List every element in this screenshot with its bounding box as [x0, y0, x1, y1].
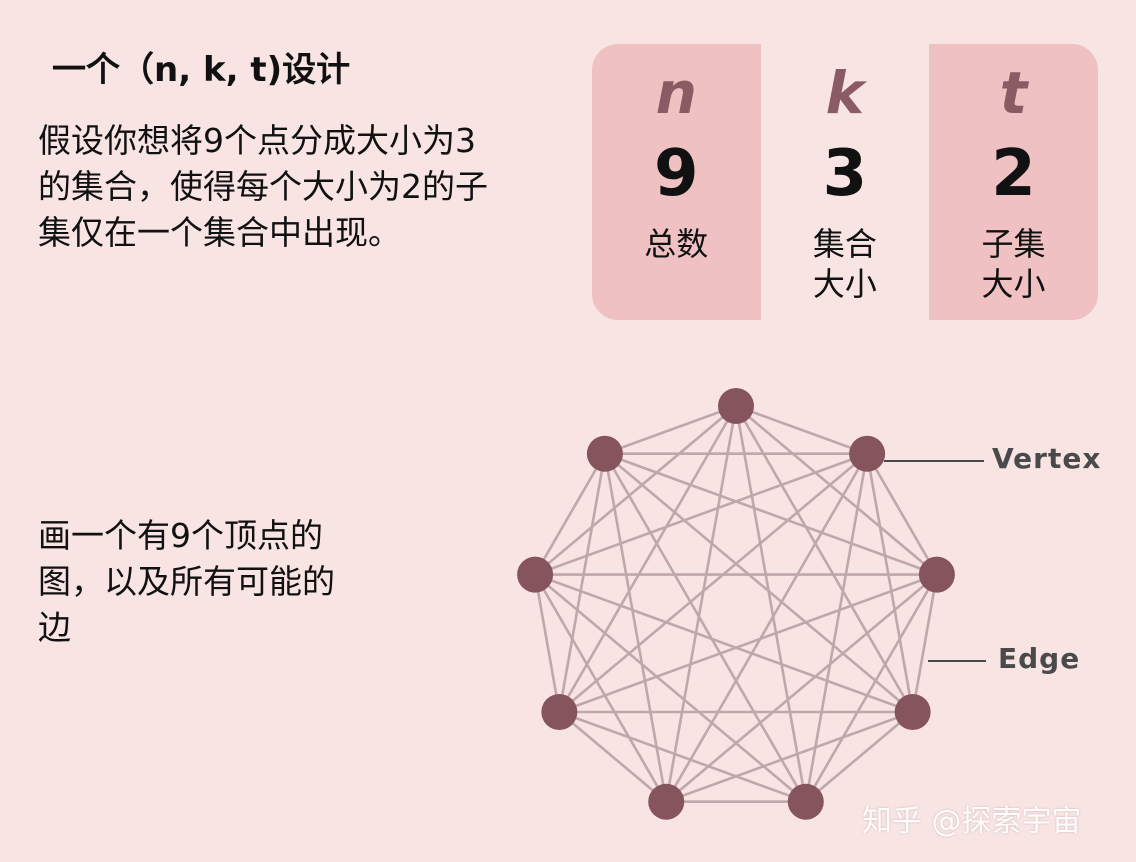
problem-description: 假设你想将9个点分成大小为3的集合，使得每个大小为2的子集仅在一个集合中出现。 [38, 121, 488, 252]
graph-edge [735, 405, 938, 576]
graph-edge [804, 453, 869, 802]
param-n: n 9 总数 [592, 44, 761, 320]
graph-edge [558, 405, 738, 713]
graph-vertices [517, 388, 955, 820]
graph-edge [558, 452, 868, 713]
param-n-label-line: 总数 [644, 225, 709, 263]
graph-edge [865, 453, 914, 713]
param-t-label-line: 大小 [981, 265, 1046, 303]
vertex-callout-label: Vertex [992, 442, 1102, 475]
graph-edge [533, 574, 561, 713]
param-k-label-line: 大小 [812, 265, 877, 303]
param-t-value: 2 [991, 137, 1036, 211]
graph-edge [533, 453, 606, 576]
edge-callout-label: Edge [998, 642, 1081, 675]
graph-edge [604, 452, 914, 713]
param-k-symbol: k [825, 59, 865, 127]
graph-edge [603, 453, 807, 803]
watermark: 知乎 @探索宇宙 [862, 804, 1082, 839]
graph-vertex [787, 783, 824, 820]
param-k-value: 3 [822, 137, 868, 211]
graph-vertex [648, 783, 685, 820]
graph-vertex [918, 556, 955, 593]
param-n-label: 总数 [592, 224, 761, 264]
graph-edge [558, 711, 668, 803]
graph-edge [534, 452, 868, 576]
graph-edge [603, 453, 668, 802]
graph-edge [665, 710, 914, 803]
graph-edge [558, 453, 607, 713]
graph-edge [804, 573, 939, 803]
parameter-panel: n 9 总数 k 3 集合 大小 t 2 子集 大小 [592, 44, 1098, 320]
graph-edges [533, 404, 939, 803]
graph-vertex [718, 388, 754, 424]
graph-edge [734, 405, 808, 802]
page-title: 一个（n, k, t)设计 [52, 50, 351, 90]
graph-edge [804, 711, 914, 803]
param-n-symbol: n [655, 59, 697, 127]
graph-vertex [586, 435, 623, 472]
param-n-value: 9 [654, 137, 699, 211]
graph-edge [534, 573, 807, 803]
param-k: k 3 集合 大小 [761, 44, 930, 320]
graph-description: 画一个有9个顶点的图，以及所有可能的边 [38, 516, 335, 647]
graph-edge [604, 404, 737, 455]
graph-edge [665, 453, 869, 803]
graph-edge [866, 453, 939, 576]
param-k-label-line: 集合 [812, 225, 877, 263]
graph-edge [911, 574, 939, 713]
graph-vertex [541, 694, 578, 730]
param-t-label: 子集 大小 [929, 224, 1098, 304]
param-t-label-line: 子集 [981, 225, 1046, 263]
graph-edge [664, 405, 738, 802]
graph-edge [534, 573, 914, 714]
graph-edge [734, 405, 914, 713]
graph-edge [665, 573, 938, 803]
graph-edge [533, 573, 668, 803]
graph-vertex [517, 556, 554, 593]
param-t: t 2 子集 大小 [929, 44, 1098, 320]
param-t-symbol: t [999, 59, 1028, 127]
param-k-label: 集合 大小 [761, 224, 930, 304]
graph-edge [558, 710, 807, 803]
graph-vertex [894, 694, 931, 730]
graph-edge [558, 573, 938, 714]
graph-edge [735, 404, 868, 455]
graph-edge [604, 452, 938, 576]
graph-edge [534, 405, 737, 576]
graph-vertex [849, 435, 886, 472]
